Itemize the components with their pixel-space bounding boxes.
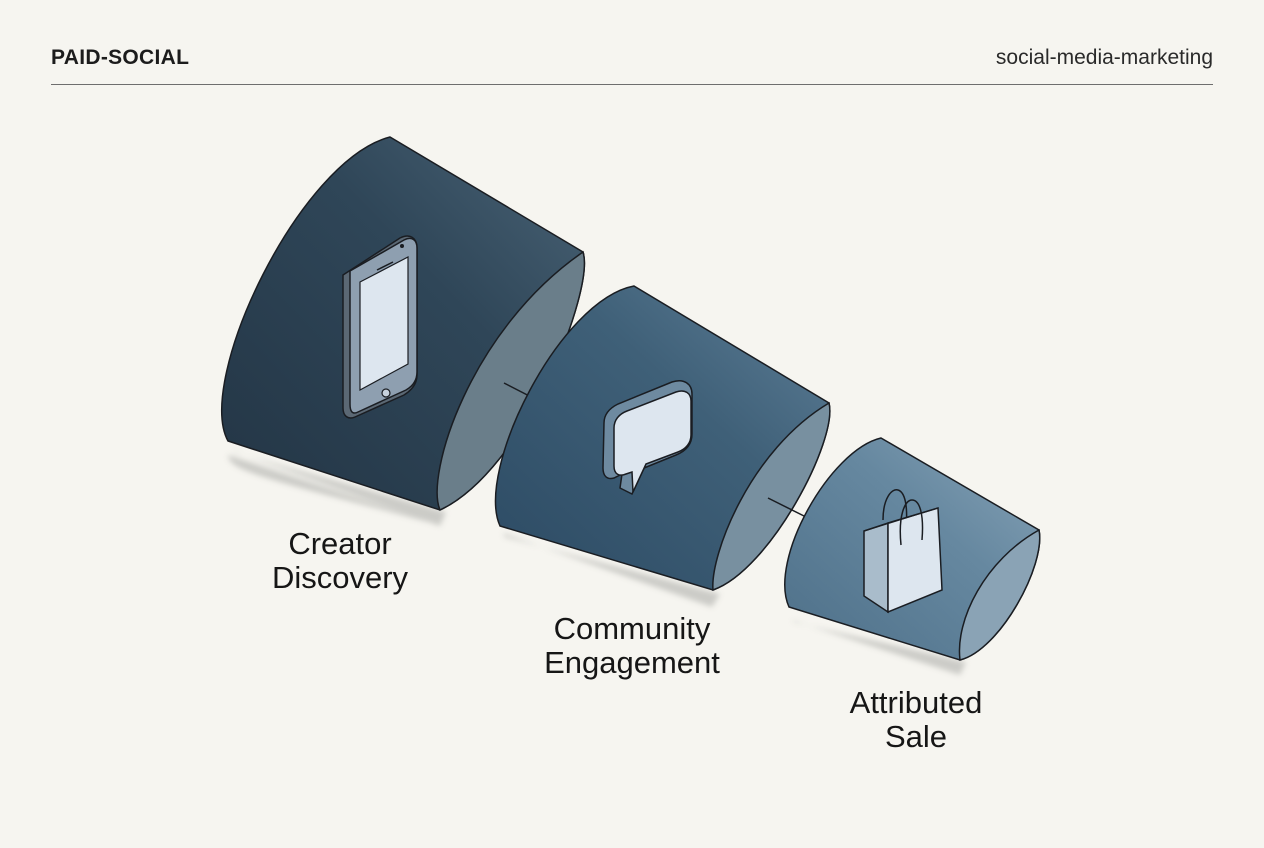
stage-3-label-line1: Attributed [849, 685, 983, 720]
stage-2-label-line2: Engagement [544, 645, 720, 680]
speech-bubble-icon [602, 380, 693, 496]
page-category: social-media-marketing [995, 46, 1213, 69]
stage-creator-discovery [221, 136, 585, 526]
header-divider [51, 84, 1213, 85]
stage-2-shadow [503, 533, 720, 607]
smartphone-icon [342, 235, 418, 419]
stage-label-community-engagement: Community Engagement [482, 612, 782, 680]
stage-attributed-sale [784, 437, 1041, 675]
stage-1-mouth [436, 250, 585, 512]
shopping-bag-icon [863, 489, 943, 614]
stage-1-label-line1: Creator [288, 526, 392, 561]
stage-community-engagement [494, 285, 831, 607]
stage-1-label-line2: Discovery [271, 560, 409, 595]
stage-2-mouth [712, 401, 831, 592]
stage-3-shadow [792, 620, 966, 675]
stage-label-creator-discovery: Creator Discovery [190, 527, 490, 595]
stage-2-label-line1: Community [553, 611, 711, 646]
stage-3-label-line2: Sale [884, 719, 948, 754]
stage-3-mouth [958, 528, 1041, 661]
stage-label-attributed-sale: Attributed Sale [766, 686, 1066, 754]
stage-1-shadow [228, 450, 446, 526]
page-tag: PAID-SOCIAL [51, 46, 190, 69]
